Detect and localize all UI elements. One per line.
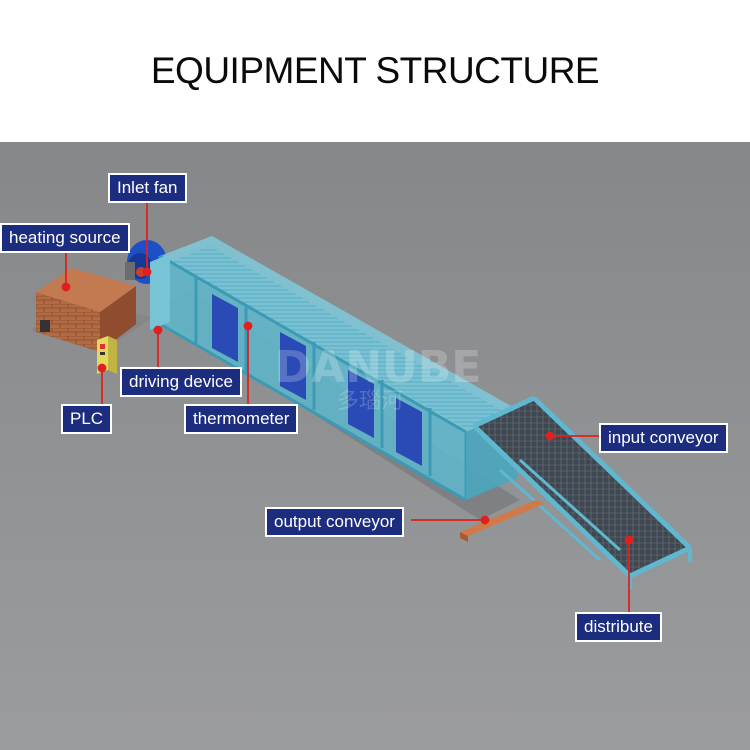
label-inlet-fan: Inlet fan — [108, 173, 187, 203]
label-driving-device: driving device — [120, 367, 242, 397]
label-output-conveyor: output conveyor — [265, 507, 404, 537]
label-distribute: distribute — [575, 612, 662, 642]
page-title: EQUIPMENT STRUCTURE — [0, 0, 750, 142]
watermark-chinese: 多瑙河 — [337, 389, 403, 414]
label-input-conveyor: input conveyor — [599, 423, 728, 453]
label-heating-source: heating source — [0, 223, 130, 253]
label-thermometer: thermometer — [184, 404, 298, 434]
label-plc: PLC — [61, 404, 112, 434]
watermark-brand: DANUBE — [275, 342, 482, 393]
